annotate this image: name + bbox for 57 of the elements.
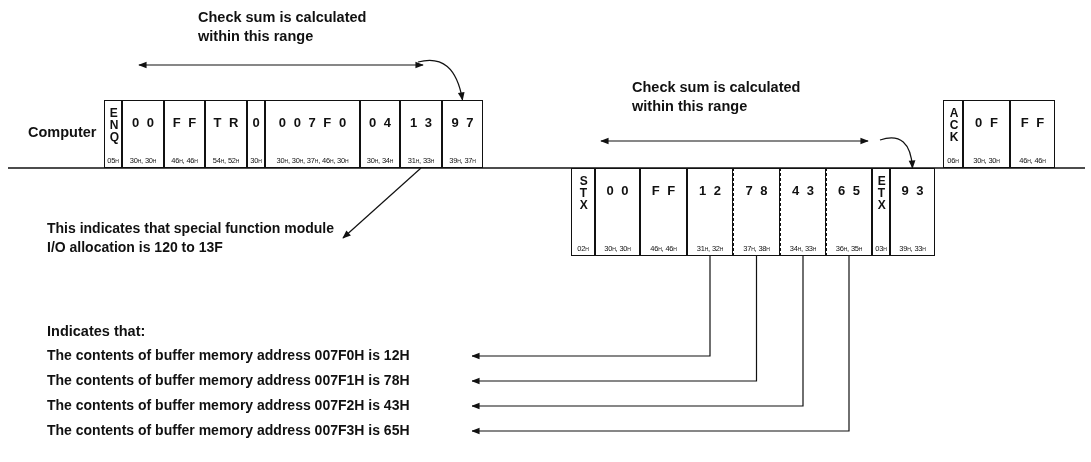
frame-field bbox=[826, 168, 872, 256]
frame-field bbox=[733, 168, 780, 256]
arrow bbox=[342, 167, 422, 239]
frame-field bbox=[687, 168, 733, 256]
arrow bbox=[471, 255, 758, 385]
field-character: 0 0 bbox=[131, 115, 155, 130]
note-text: The contents of buffer memory address 007F3H is 65H bbox=[47, 421, 472, 440]
field-character: 0 F bbox=[975, 115, 998, 130]
field-character: F F bbox=[1020, 115, 1045, 130]
frame-field bbox=[104, 100, 122, 168]
field-character: ETX bbox=[877, 175, 885, 211]
note-text: The contents of buffer memory address 007F2H is 43H bbox=[47, 396, 472, 415]
field-character: F F bbox=[651, 183, 676, 198]
frame-field bbox=[247, 100, 265, 168]
field-character: F F bbox=[172, 115, 197, 130]
field-character: 9 3 bbox=[901, 183, 924, 198]
caption-text: Check sum is calculated within this range bbox=[198, 8, 368, 46]
frame-field bbox=[872, 168, 890, 256]
arrow bbox=[879, 137, 916, 169]
field-character: 1 3 bbox=[409, 115, 433, 130]
field-character: 6 5 bbox=[837, 183, 861, 198]
frame-field bbox=[205, 100, 247, 168]
arrow bbox=[417, 59, 465, 101]
frame-field bbox=[595, 168, 640, 256]
field-character: ACK bbox=[949, 107, 957, 143]
caption-text: Indicates that: bbox=[47, 322, 147, 341]
note-text: The contents of buffer memory address 007F0H is 12H bbox=[47, 346, 472, 365]
field-character: 9 7 bbox=[451, 115, 474, 130]
field-character: 0 4 bbox=[368, 115, 392, 130]
arrow bbox=[471, 255, 804, 410]
field-character: STX bbox=[579, 175, 587, 211]
field-character: T R bbox=[213, 115, 239, 130]
frame-field bbox=[442, 100, 483, 168]
field-character: 0 bbox=[252, 115, 260, 130]
caption-text: Check sum is calculated within this range bbox=[632, 78, 802, 116]
field-character: 0 0 7 F 0 bbox=[278, 115, 347, 130]
frame-field bbox=[571, 168, 595, 256]
field-character: 4 3 bbox=[791, 183, 815, 198]
field-character: 0 0 bbox=[606, 183, 629, 198]
frame-field bbox=[963, 100, 1010, 168]
frame-field bbox=[780, 168, 826, 256]
field-character: 1 2 bbox=[698, 183, 722, 198]
caption-text: Computer bbox=[28, 123, 98, 142]
frame-field bbox=[164, 100, 205, 168]
frame-field bbox=[1010, 100, 1055, 168]
field-character: ENQ bbox=[109, 107, 117, 143]
arrow bbox=[471, 255, 850, 435]
frame-field bbox=[360, 100, 400, 168]
frame-field bbox=[265, 100, 360, 168]
field-character: 7 8 bbox=[745, 183, 768, 198]
frame-field bbox=[640, 168, 687, 256]
frame-field bbox=[943, 100, 963, 168]
frame-field bbox=[400, 100, 442, 168]
note-text: The contents of buffer memory address 007F1H is 78H bbox=[47, 371, 472, 390]
frame-field bbox=[890, 168, 935, 256]
arrow bbox=[471, 255, 711, 360]
frame-field bbox=[122, 100, 164, 168]
